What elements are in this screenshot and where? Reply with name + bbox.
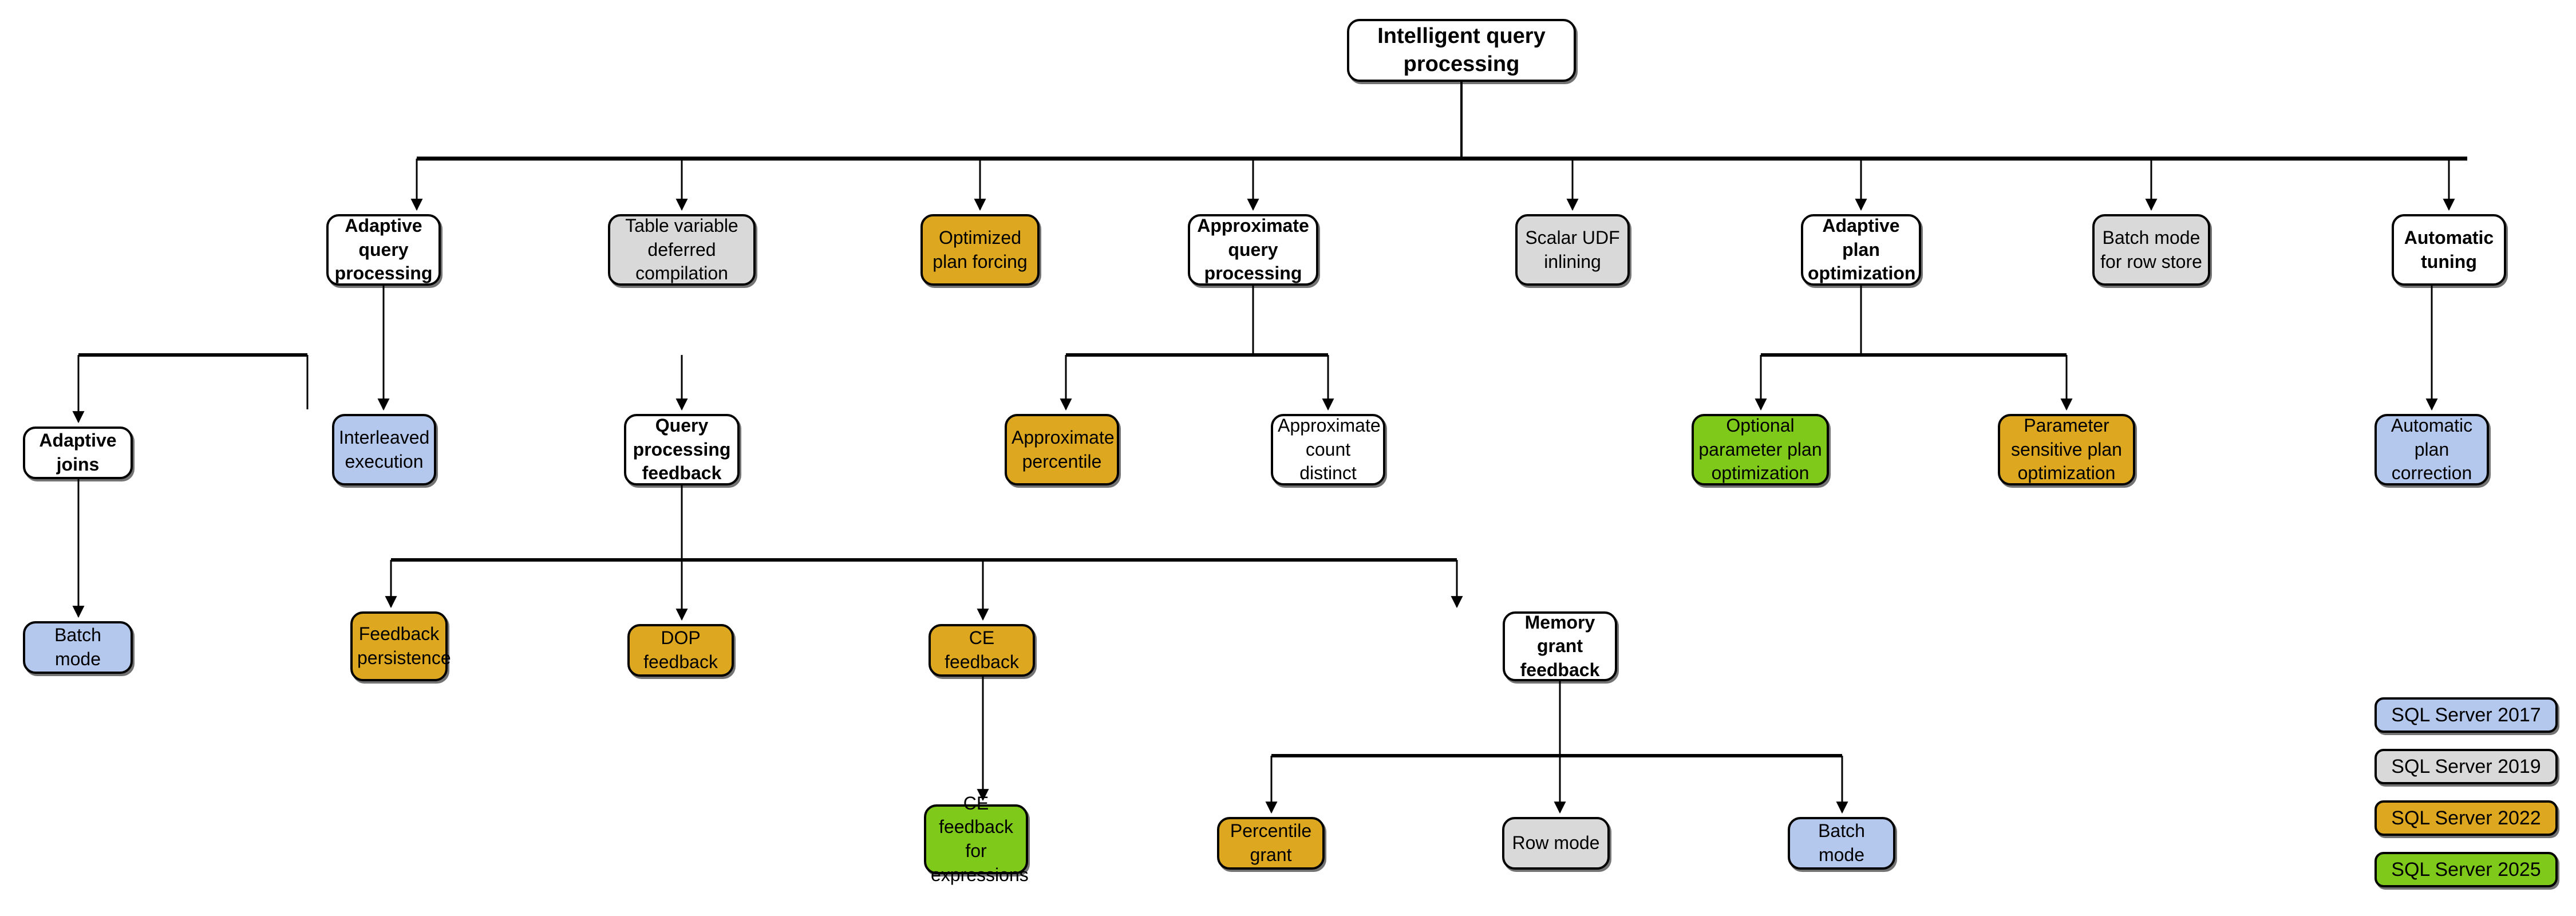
node-batchmode1[interactable]: Batch mode (23, 621, 133, 674)
node-oppo[interactable]: Optional parameter plan optimization (1692, 414, 1829, 485)
node-label: Interleaved execution (339, 427, 430, 472)
node-label: Memory grant feedback (1520, 611, 1600, 680)
node-label: Approximate count distinct (1278, 415, 1381, 484)
node-feedbackpers[interactable]: Feedback persistence (350, 611, 451, 681)
node-qpf[interactable]: Query processing feedback (624, 414, 740, 485)
node-approxcnt[interactable]: Approximate count distinct (1271, 414, 1385, 485)
node-label: Approximate percentile (1012, 427, 1115, 472)
node-dopfeedback[interactable]: DOP feedback (627, 624, 734, 677)
node-approxpct[interactable]: Approximate percentile (1005, 414, 1119, 485)
legend-item-label: SQL Server 2019 (2391, 755, 2541, 777)
node-label: Scalar UDF inlining (1525, 227, 1620, 272)
node-apc[interactable]: Automatic plan correction (2374, 414, 2489, 485)
legend-item-sql-server-2019: SQL Server 2019 (2374, 749, 2558, 784)
node-label: Adaptive plan optimization (1808, 215, 1916, 284)
legend-item-label: SQL Server 2017 (2391, 704, 2541, 726)
node-label: Approximate query processing (1197, 215, 1309, 284)
node-udf[interactable]: Scalar UDF inlining (1515, 214, 1630, 286)
node-approx[interactable]: Approximate query processing (1188, 214, 1318, 286)
node-label: Query processing feedback (633, 415, 731, 484)
node-label: Percentile grant (1230, 820, 1312, 865)
node-bmrs[interactable]: Batch mode for row store (2092, 214, 2210, 286)
node-cefeedback[interactable]: CE feedback (929, 624, 1035, 677)
node-tvdc[interactable]: Table variable deferred compilation (608, 214, 756, 286)
node-label: CE feedback for expressions (931, 792, 1029, 885)
node-label: Intelligent query processing (1377, 23, 1546, 76)
node-batchmode2[interactable]: Batch mode (1788, 817, 1895, 870)
legend-item-sql-server-2025: SQL Server 2025 (2374, 852, 2558, 887)
node-label: Optional parameter plan optimization (1698, 415, 1822, 484)
node-label: Batch mode for row store (2100, 227, 2202, 272)
legend-item-label: SQL Server 2022 (2391, 807, 2541, 829)
node-autotune[interactable]: Automatic tuning (2392, 214, 2506, 286)
node-label: Table variable deferred compilation (625, 215, 738, 284)
node-cefeedbackexpr[interactable]: CE feedback for expressions (924, 793, 1029, 885)
node-label: Batch mode (54, 625, 101, 669)
node-label: Feedback persistence (357, 623, 451, 668)
legend-item-label: SQL Server 2025 (2391, 858, 2541, 881)
node-label: Automatic tuning (2404, 227, 2494, 272)
node-label: Adaptive joins (39, 430, 117, 475)
node-adaptivejoins[interactable]: Adaptive joins (23, 427, 133, 479)
node-label: Row mode (1512, 832, 1600, 854)
node-label: CE feedback (945, 627, 1019, 672)
node-aqp[interactable]: Adaptive query processing (326, 214, 441, 286)
node-root[interactable]: Intelligent query processing (1347, 19, 1576, 82)
node-label: Optimized plan forcing (933, 227, 1028, 272)
node-pspo[interactable]: Parameter sensitive plan optimization (1998, 414, 2135, 485)
node-pctgrant[interactable]: Percentile grant (1217, 817, 1325, 870)
node-label: Adaptive query processing (334, 215, 433, 284)
node-memgrant[interactable]: Memory grant feedback (1503, 611, 1617, 681)
node-apo[interactable]: Adaptive plan optimization (1801, 214, 1921, 286)
node-label: DOP feedback (643, 627, 718, 672)
node-interleaved[interactable]: Interleaved execution (332, 414, 436, 485)
legend-item-sql-server-2022: SQL Server 2022 (2374, 800, 2558, 836)
legend-item-sql-server-2017: SQL Server 2017 (2374, 697, 2558, 733)
node-rowmode[interactable]: Row mode (1502, 817, 1610, 870)
node-label: Automatic plan correction (2391, 415, 2473, 484)
node-label: Parameter sensitive plan optimization (2011, 415, 2122, 484)
node-opf[interactable]: Optimized plan forcing (920, 214, 1040, 286)
node-label: Batch mode (1818, 820, 1865, 865)
